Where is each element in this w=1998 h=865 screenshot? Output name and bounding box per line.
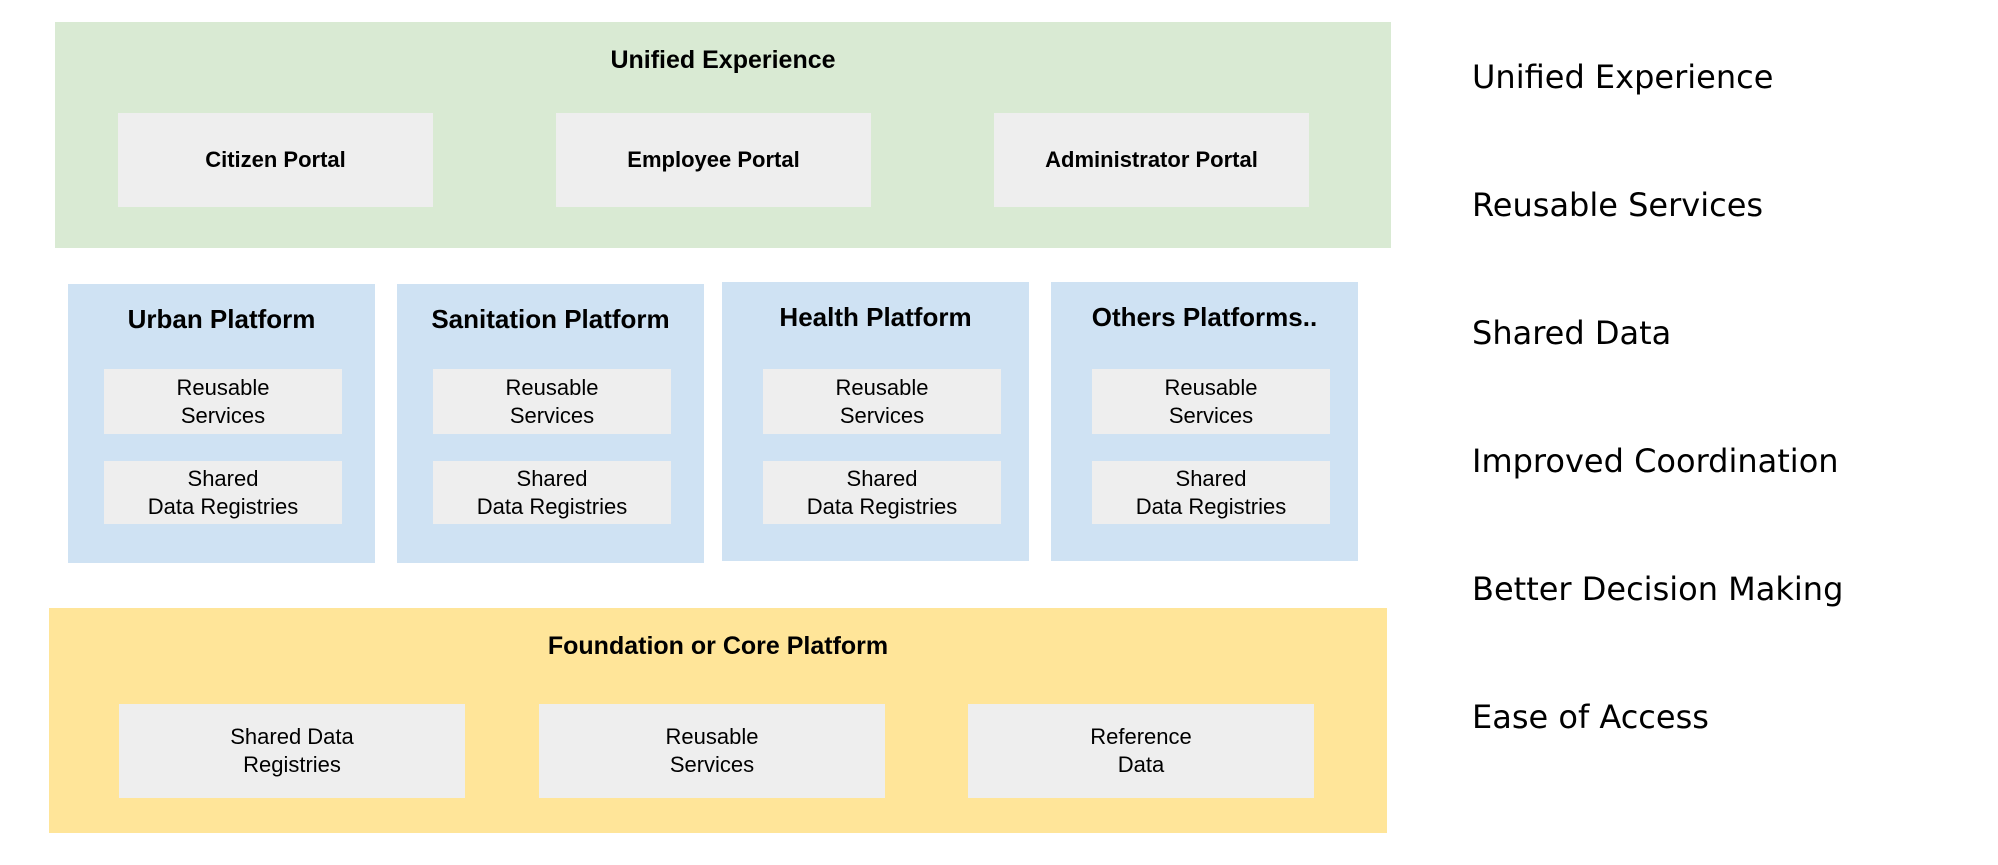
employee-portal-box: Employee Portal: [556, 113, 871, 207]
platform-title: Sanitation Platform: [431, 304, 670, 334]
benefit-item: Unified Experience: [1472, 58, 1774, 96]
benefits-list: Unified Experience Reusable Services Sha…: [1472, 0, 1972, 865]
administrator-portal-box: Administrator Portal: [994, 113, 1309, 207]
benefit-item: Better Decision Making: [1472, 570, 1844, 608]
unified-experience-layer: Unified Experience Citizen Portal Employ…: [55, 22, 1391, 248]
core-platform-title: Foundation or Core Platform: [547, 632, 889, 660]
benefit-item: Ease of Access: [1472, 698, 1709, 736]
core-platform-layer: Foundation or Core Platform Shared Data …: [49, 608, 1387, 833]
reusable-services-box: Reusable Services: [1092, 369, 1330, 434]
reusable-services-box: Reusable Services: [763, 369, 1001, 434]
shared-data-registries-box: Shared Data Registries: [433, 461, 671, 524]
sanitation-platform: Sanitation Platform Reusable Services Sh…: [397, 284, 704, 563]
citizen-portal-box: Citizen Portal: [118, 113, 433, 207]
reusable-services-box: Reusable Services: [433, 369, 671, 434]
others-platform: Others Platforms.. Reusable Services Sha…: [1051, 282, 1358, 561]
platform-title: Urban Platform: [127, 304, 316, 334]
benefit-item: Reusable Services: [1472, 186, 1764, 224]
reusable-services-box: Reusable Services: [539, 704, 885, 798]
benefit-item: Improved Coordination: [1472, 442, 1839, 480]
reference-data-box: Reference Data: [968, 704, 1314, 798]
shared-data-registries-box: Shared Data Registries: [763, 461, 1001, 524]
platform-title: Health Platform: [779, 302, 972, 332]
reusable-services-box: Reusable Services: [104, 369, 342, 434]
unified-experience-title: Unified Experience: [610, 46, 836, 74]
shared-data-registries-box: Shared Data Registries: [1092, 461, 1330, 524]
platform-title: Others Platforms..: [1091, 302, 1318, 332]
health-platform: Health Platform Reusable Services Shared…: [722, 282, 1029, 561]
shared-data-registries-box: Shared Data Registries: [104, 461, 342, 524]
benefit-item: Shared Data: [1472, 314, 1672, 352]
urban-platform: Urban Platform Reusable Services Shared …: [68, 284, 375, 563]
shared-data-registries-box: Shared Data Registries: [119, 704, 465, 798]
